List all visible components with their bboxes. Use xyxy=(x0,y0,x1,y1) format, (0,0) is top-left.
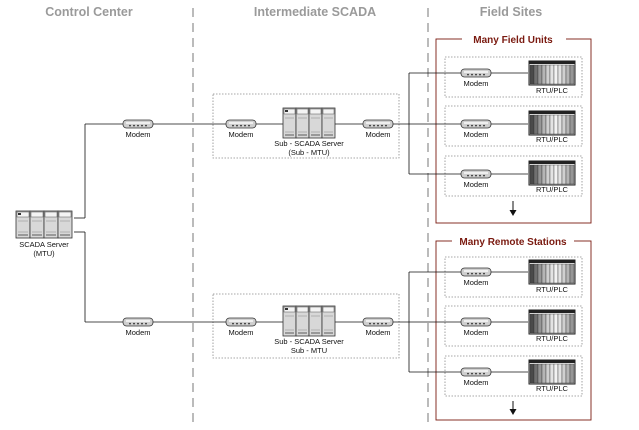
sub-scada-server-top xyxy=(282,107,336,139)
rtu-plc-label: RTU/PLC xyxy=(536,285,569,294)
remote-station-box-3 xyxy=(444,355,583,397)
header-control-center: Control Center xyxy=(45,5,133,19)
rtu-plc-icon xyxy=(528,60,576,86)
scada-server-label: SCADA Server xyxy=(19,240,69,249)
field-unit-box-3 xyxy=(444,155,583,197)
field-units-title: Many Field Units xyxy=(473,35,553,46)
modem-icon xyxy=(225,119,257,129)
connection-lines xyxy=(74,72,528,373)
rtu-plc-label: RTU/PLC xyxy=(536,185,569,194)
modem-icon xyxy=(362,119,394,129)
scada-server-mtu-label: (MTU) xyxy=(33,249,55,258)
modem-icon xyxy=(460,169,492,179)
remote-station-box-2 xyxy=(444,305,583,347)
modem-icon xyxy=(122,317,154,327)
down-arrow-icon xyxy=(509,201,517,216)
field-unit-box-1 xyxy=(444,56,583,98)
sub-scada-server-bottom xyxy=(282,305,336,337)
modem-label: Modem xyxy=(365,130,390,139)
modem-label: Modem xyxy=(125,328,150,337)
rtu-plc-icon xyxy=(528,359,576,385)
modem-label: Modem xyxy=(463,378,488,387)
sub-scada-server-label-bottom: Sub - SCADA Server xyxy=(274,337,344,346)
remote-stations-title: Many Remote Stations xyxy=(459,237,567,248)
sub-mtu-label-bottom: Sub - MTU xyxy=(291,346,327,355)
modem-label: Modem xyxy=(228,328,253,337)
modem-icon xyxy=(460,317,492,327)
modem-label: Modem xyxy=(463,130,488,139)
sub-mtu-label-top: (Sub - MTU) xyxy=(288,148,330,157)
modem-icon xyxy=(460,267,492,277)
field-unit-box-2 xyxy=(444,105,583,147)
down-arrow-icon xyxy=(509,401,517,415)
header-intermediate-scada: Intermediate SCADA xyxy=(254,5,376,19)
modem-icon xyxy=(225,317,257,327)
remote-stations-title-bg xyxy=(452,235,574,248)
rtu-plc-icon xyxy=(528,160,576,186)
modem-label: Modem xyxy=(365,328,390,337)
remote-station-box-1 xyxy=(444,256,583,298)
rtu-plc-label: RTU/PLC xyxy=(536,135,569,144)
intermediate-station-box-top xyxy=(212,93,400,159)
field-units-title-bg xyxy=(462,33,566,46)
modem-label: Modem xyxy=(463,328,488,337)
modem-icon xyxy=(460,119,492,129)
rtu-plc-label: RTU/PLC xyxy=(536,86,569,95)
modem-label: Modem xyxy=(463,79,488,88)
rtu-plc-label: RTU/PLC xyxy=(536,334,569,343)
modem-icon xyxy=(362,317,394,327)
rtu-plc-icon xyxy=(528,110,576,136)
scada-server-mtu xyxy=(15,210,73,239)
modem-icon xyxy=(460,367,492,377)
modem-label: Modem xyxy=(228,130,253,139)
modem-label: Modem xyxy=(463,278,488,287)
rtu-plc-icon xyxy=(528,259,576,285)
sub-scada-server-label-top: Sub - SCADA Server xyxy=(274,139,344,148)
header-field-sites: Field Sites xyxy=(480,5,543,19)
modem-label: Modem xyxy=(463,180,488,189)
intermediate-station-box-bottom xyxy=(212,293,400,359)
modem-icon xyxy=(122,119,154,129)
rtu-plc-label: RTU/PLC xyxy=(536,384,569,393)
modem-label: Modem xyxy=(125,130,150,139)
modem-icon xyxy=(460,68,492,78)
rtu-plc-icon xyxy=(528,309,576,335)
